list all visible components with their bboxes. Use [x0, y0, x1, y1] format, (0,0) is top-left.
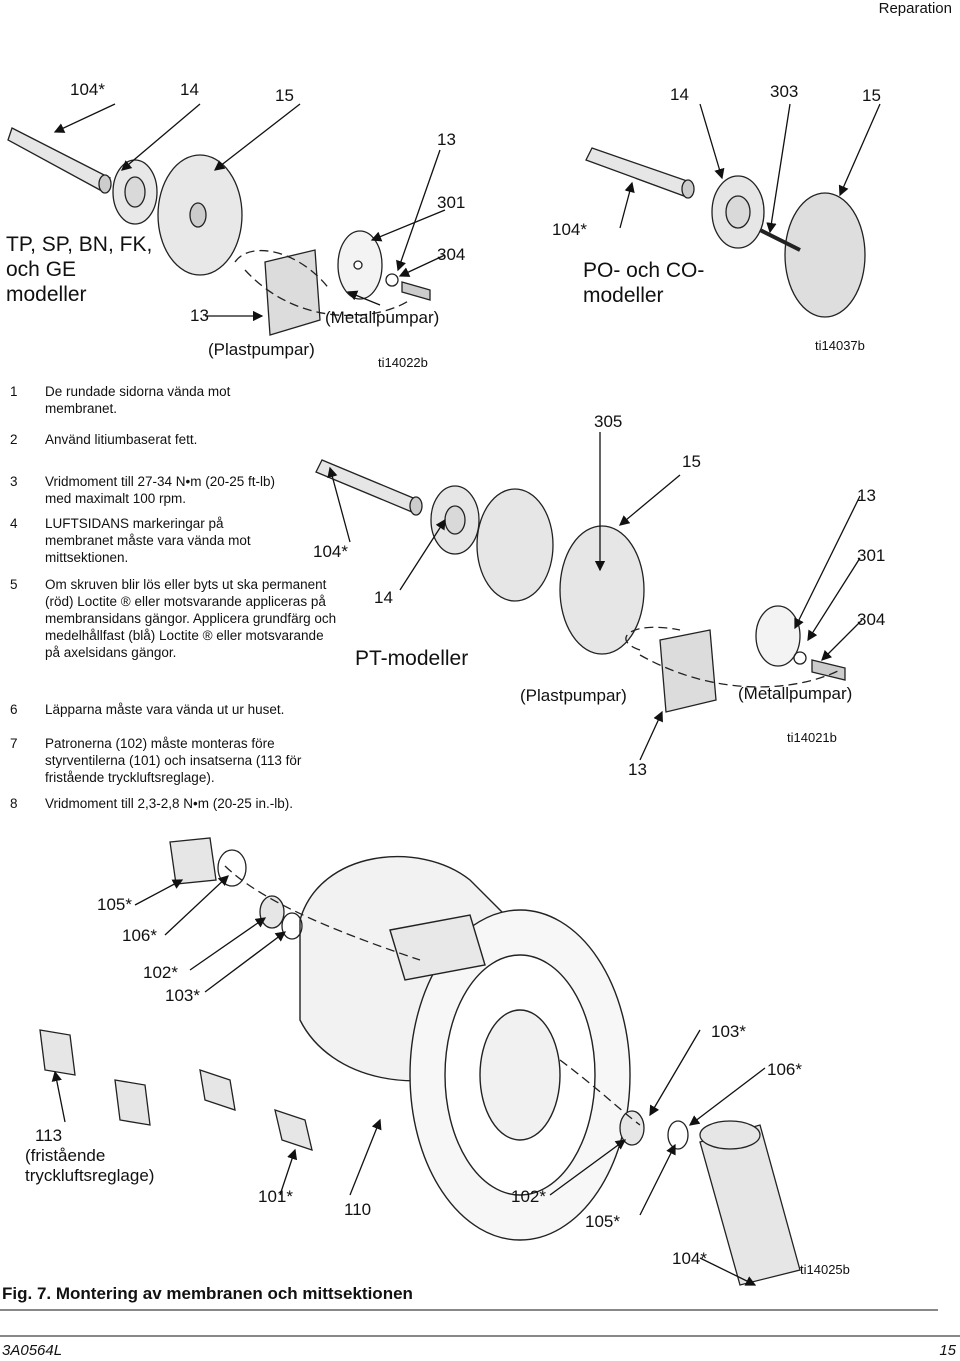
figure-caption: Fig. 7. Montering av membranen och mitts…: [2, 1284, 413, 1304]
note-2-number: 2: [10, 432, 18, 447]
part-label-15: 15: [275, 86, 294, 105]
note-1-text: De rundade sidorna vända mot membranet.: [45, 384, 231, 416]
note-6-number: 6: [10, 702, 18, 717]
note-8-number: 8: [10, 796, 18, 811]
note-2-text: Använd litiumbaserat fett.: [45, 432, 198, 447]
part-label-14-po: 14: [670, 85, 689, 104]
shaft-part: [7, 127, 112, 194]
figure-ref-ti14021b: ti14021b: [787, 730, 837, 745]
part-label-13-center: 13: [190, 306, 209, 325]
part-label-15-po: 15: [862, 86, 881, 105]
part-label-102-bottom: 102*: [511, 1187, 546, 1206]
part-label-13-pt: 13: [857, 486, 876, 505]
note-4-number: 4: [10, 516, 18, 531]
part-label-113: 113: [35, 1126, 63, 1145]
part-label-104-po: 104*: [552, 220, 587, 239]
note-6-text: Läpparna måste vara vända ut ur huset.: [45, 702, 285, 717]
part-label-301-pt: 301: [857, 546, 886, 565]
heading-tp-sp-bn-fk-ge-models: TP, SP, BN, FK, och GE modeller: [6, 233, 153, 306]
label-plastic-pumps-pt: (Plastpumpar): [520, 686, 627, 705]
figure-ref-ti14037b: ti14037b: [815, 338, 865, 353]
part-label-303: 303: [770, 82, 799, 101]
part-label-305: 305: [594, 412, 623, 431]
part-label-301: 301: [437, 193, 466, 212]
note-4-text: LUFTSIDANS markeringar på membranet måst…: [45, 516, 251, 565]
part-label-13: 13: [437, 130, 456, 149]
part-label-104-bottom: 104*: [672, 1249, 707, 1268]
part-label-102: 102*: [143, 963, 178, 982]
part-label-105-bottom: 105*: [585, 1212, 620, 1231]
note-5-number: 5: [10, 577, 18, 592]
part-label-304-pt: 304: [857, 610, 886, 629]
note-1-number: 1: [10, 384, 18, 399]
header-section: Reparation: [878, 0, 952, 17]
part-label-103-right: 103*: [711, 1022, 746, 1041]
label-plastic-pumps: (Plastpumpar): [208, 340, 315, 359]
note-5-text: Om skruven blir lös eller byts ut ska pe…: [45, 577, 337, 660]
part-label-104: 104*: [70, 80, 105, 99]
part-label-14: 14: [180, 80, 199, 99]
note-7-number: 7: [10, 736, 18, 751]
heading-po-co-models: PO- och CO-modeller: [583, 259, 705, 307]
footer-doc-number: 3A0564L: [2, 1342, 63, 1359]
note-7-text: Patronerna (102) måste monteras före sty…: [45, 736, 302, 785]
figure-title: Montering av membranen och mittsektionen: [55, 1284, 413, 1303]
part-label-106-right: 106*: [767, 1060, 802, 1079]
footer-page-number: 15: [939, 1342, 956, 1359]
center-housing: [264, 249, 321, 336]
label-tryckluftsreglage: tryckluftsreglage): [25, 1166, 155, 1185]
part-label-110: 110: [344, 1200, 372, 1219]
label-fristaende: (fristående: [25, 1146, 106, 1165]
part-label-101: 101*: [258, 1187, 293, 1206]
figure-number: Fig. 7.: [2, 1284, 52, 1303]
label-metal-pumps-pt: (Metallpumpar): [738, 684, 853, 703]
part-label-14-pt: 14: [374, 588, 393, 607]
heading-pt-models: PT-modeller: [355, 647, 469, 670]
note-8-text: Vridmoment till 2,3-2,8 N•m (20-25 in.-l…: [45, 796, 294, 811]
part-label-106: 106*: [122, 926, 157, 945]
part-label-103: 103*: [165, 986, 200, 1005]
part-label-13-center-pt: 13: [628, 760, 647, 779]
note-3-number: 3: [10, 474, 18, 489]
figure-ref-ti14025b: ti14025b: [800, 1262, 850, 1277]
part-label-15-pt: 15: [682, 452, 701, 471]
part-label-105: 105*: [97, 895, 132, 914]
note-3-text: Vridmoment till 27-34 N•m (20-25 ft-lb) …: [45, 474, 276, 506]
part-label-104-pt: 104*: [313, 542, 348, 561]
part-label-304: 304: [437, 245, 466, 264]
label-metal-pumps: (Metallpumpar): [325, 308, 440, 327]
figure-ref-ti14022b: ti14022b: [378, 355, 428, 370]
